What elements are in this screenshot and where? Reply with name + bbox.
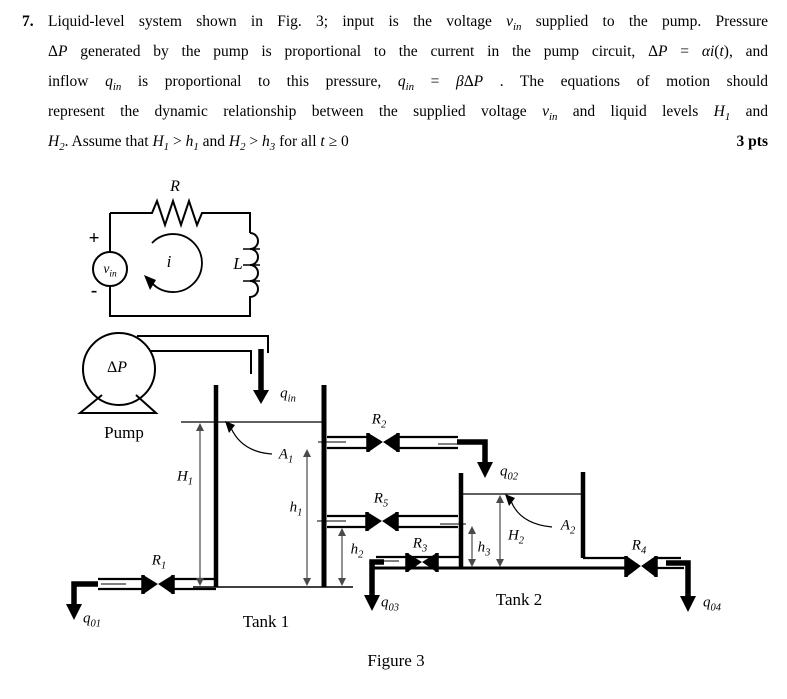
valve-r2 (366, 433, 400, 452)
pipe-r5-ticks (317, 520, 466, 525)
h2-label: h2 (350, 541, 364, 561)
problem-text-line-2: ΔP generated by the pump is proportional… (48, 43, 768, 60)
pipe-r5 (327, 514, 458, 529)
problem-text-line-5: H2. Assume that H1 > h1 and H2 > h3 for … (0, 127, 787, 157)
tank1-structure (181, 385, 353, 588)
area1-label: A1 (278, 446, 294, 466)
pipe-r1 (98, 577, 216, 591)
pipe-r4 (583, 556, 684, 570)
problem-statement: 7. Liquid-level system shown in Fig. 3; … (0, 7, 787, 157)
H1-label: H1 (176, 468, 194, 488)
area-pointer-a2 (505, 494, 553, 528)
source-minus-sign: - (90, 280, 98, 301)
points-label: 3 pts (736, 133, 768, 150)
flow-arrow-q02 (457, 439, 493, 478)
h3-label: h3 (477, 539, 491, 559)
q02-label: q02 (500, 463, 518, 483)
q01-label: q01 (83, 610, 101, 630)
pump-outlet-pipe-inner (150, 350, 252, 374)
pump-label: Pump (104, 423, 144, 442)
pump-base (77, 394, 159, 414)
valve-r1 (141, 575, 175, 594)
area2-label: A2 (560, 517, 576, 537)
flow-arrow-qin (253, 349, 269, 404)
r1-label: R1 (151, 552, 167, 572)
problem-text-line-3: inflow qin is proportional to this press… (48, 73, 768, 94)
inductor-symbol (109, 232, 259, 317)
r3-label: R3 (412, 535, 428, 555)
pump-outlet-pipe-outer (137, 335, 269, 353)
voltage-source-label: vin (103, 261, 117, 280)
dimension-arrows (196, 423, 504, 586)
area-pointer-a1 (225, 421, 273, 455)
resistor-symbol (110, 197, 251, 233)
inductor-label: L (233, 254, 243, 273)
problem-text-line-4: represent the dynamic relationship betwe… (48, 103, 769, 124)
tank1-label: Tank 1 (242, 612, 290, 631)
figure-caption: Figure 3 (367, 651, 425, 670)
r4-label: R4 (631, 537, 647, 557)
current-loop-arrow (150, 233, 203, 293)
r2-label: R2 (371, 411, 387, 431)
qin-label: qin (280, 385, 296, 405)
pump-pressure-label: ΔP (106, 359, 128, 376)
h1-label: h1 (289, 499, 303, 519)
pipe-r2-ticks (318, 441, 458, 445)
problem-number: 7. (22, 13, 34, 30)
valve-r5 (365, 512, 399, 531)
flow-arrow-q04 (666, 560, 696, 612)
resistor-label: R (170, 178, 180, 195)
problem-text-line-5-math: H2. Assume that H1 > h1 and H2 > h3 for … (48, 133, 349, 154)
tank2-label: Tank 2 (495, 590, 543, 609)
q04-label: q04 (703, 594, 721, 614)
inductor-ticks (243, 248, 260, 282)
q03-label: q03 (381, 594, 399, 614)
valve-r3 (405, 553, 439, 572)
problem-text-line-1: Liquid-level system shown in Fig. 3; inp… (48, 13, 768, 34)
current-loop-arrowhead (144, 275, 156, 290)
current-label: i (166, 252, 172, 271)
valve-r4 (624, 556, 658, 578)
H2-label: H2 (507, 527, 525, 547)
pipes (98, 435, 684, 591)
source-plus-sign: + (88, 228, 100, 249)
r5-label: R5 (373, 490, 389, 510)
pipe-r2 (327, 435, 458, 450)
